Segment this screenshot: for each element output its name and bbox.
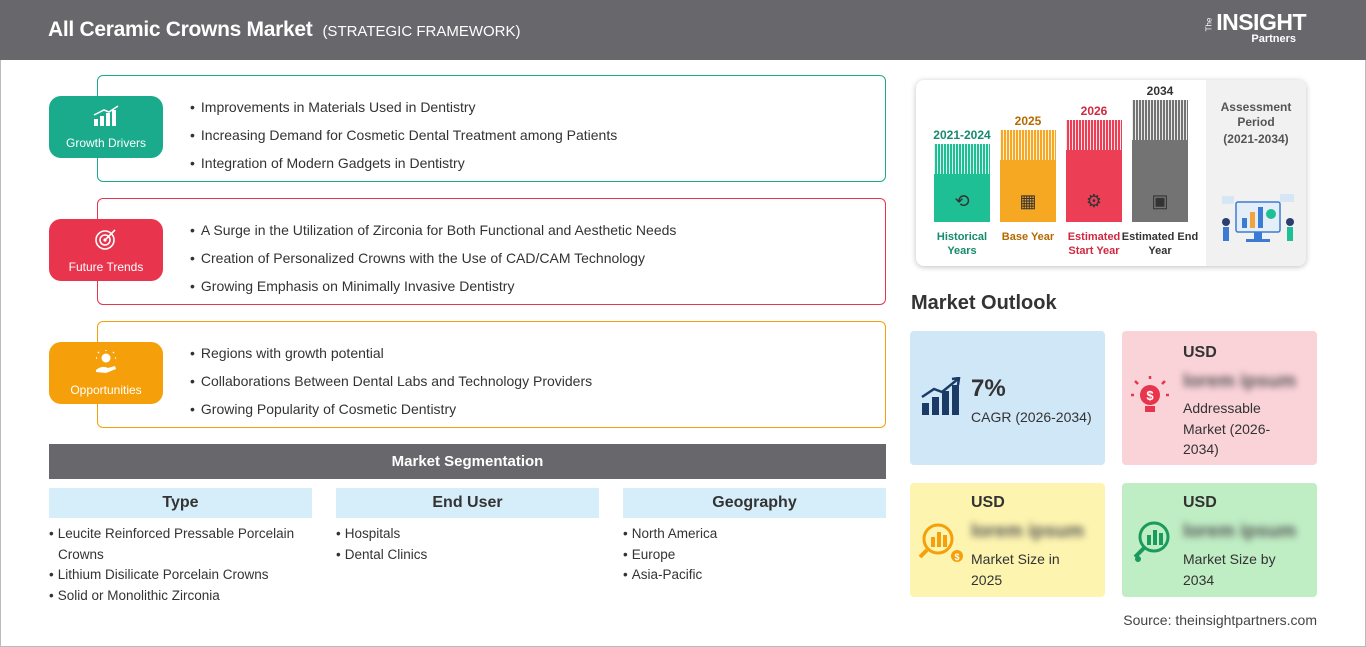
list-item: Integration of Modern Gadgets in Dentist… [190,149,617,177]
growth-drivers-list: Improvements in Materials Used in Dentis… [190,93,617,177]
source-note: Source: theinsightpartners.com [1123,612,1317,628]
timeline-column [934,144,990,222]
timeline-year: 2021-2024 [933,128,991,142]
analytics-illustration-icon [1214,192,1300,257]
list-item: Improvements in Materials Used in Dentis… [190,93,617,121]
list-item: Increasing Demand for Cosmetic Dental Tr… [190,121,617,149]
gear-chart-icon: ⚙ [1085,191,1103,211]
timeline-label: Base Year [1001,231,1055,243]
timeline-year: 2025 [1014,114,1042,128]
money-search-icon: $ [918,519,964,570]
market-segmentation-bar: Market Segmentation [49,444,886,479]
list-item: Solid or Monolithic Zirconia [49,586,312,607]
future-trends-tag: Future Trends [49,219,163,281]
growth-drivers-tag: Growth Drivers [49,96,163,158]
list-item: Lithium Disilicate Porcelain Crowns [49,565,312,586]
segment-type: Type Leucite Reinforced Pressable Porcel… [49,488,312,606]
segment-type-header: Type [49,488,312,518]
list-item: Dental Clinics [336,545,599,566]
opportunities-box: Regions with growth potential Collaborat… [97,321,886,428]
size2034-usd: USD [1183,494,1217,511]
money-bulb-icon: $ [1130,375,1170,426]
addressable-label: Addressable Market (2026-2034) [1183,400,1271,457]
svg-text:$: $ [954,552,959,562]
future-trends-list: A Surge in the Utilization of Zirconia f… [190,216,677,300]
timeline-label: Estimated End Year [1121,231,1199,257]
logo-partners: Partners [1251,33,1296,45]
list-item: Growing Popularity of Cosmetic Dentistry [190,395,592,423]
assessment-period: (2021-2034) [1223,132,1289,146]
segment-geography: Geography North America Europe Asia-Paci… [623,488,886,586]
cagr-card: 7% CAGR (2026-2034) [910,331,1105,465]
assessment-period-panel: Assessment Period (2021-2034) [1206,80,1306,266]
size2025-value: lorem ipsum [971,521,1084,542]
growth-drivers-label: Growth Drivers [65,135,146,150]
list-item: North America [623,524,886,545]
timeline-label: Estimated Start Year [1067,231,1121,257]
market-outlook-title: Market Outlook [911,292,1057,314]
opportunities-label: Opportunities [70,382,142,397]
cagr-value: 7% [971,375,1006,402]
future-trends-label: Future Trends [68,259,144,274]
market-size-2034-card: USD lorem ipsum Market Size by 2034 [1122,483,1317,597]
list-item: Regions with growth potential [190,339,592,367]
size2025-label: Market Size in 2025 [971,551,1060,588]
timeline-panel: 2021-2024 ⟲ Historical Years 2025 ▦ Base… [916,80,1306,266]
growth-chart-icon [920,376,962,424]
list-item: Hospitals [336,524,599,545]
opportunities-tag: Opportunities [49,342,163,404]
list-item: Europe [623,545,886,566]
segment-geography-header: Geography [623,488,886,518]
history-icon: ⟲ [954,191,970,211]
addressable-value: lorem ipsum [1183,371,1296,392]
timeline-year: 2034 [1146,84,1174,98]
future-trends-box: A Surge in the Utilization of Zirconia f… [97,198,886,305]
monitor-icon: ▣ [1151,191,1169,211]
insight-partners-logo: The INSIGHT Partners [1205,9,1307,45]
timeline-column [1000,130,1056,222]
svg-text:$: $ [1146,388,1154,403]
growth-chart-icon [92,104,120,132]
segment-end-user-header: End User [336,488,599,518]
cagr-label: CAGR (2026-2034) [971,409,1092,425]
assessment-title: Assessment Period [1220,100,1292,129]
list-item: Collaborations Between Dental Labs and T… [190,367,592,395]
market-size-2025-card: $ USD lorem ipsum Market Size in 2025 [910,483,1105,597]
target-icon [93,227,119,256]
size2025-usd: USD [971,494,1005,511]
addressable-market-card: $ USD lorem ipsum Addressable Market (20… [1122,331,1317,465]
list-item: Growing Emphasis on Minimally Invasive D… [190,272,676,300]
calendar-icon: ▦ [1019,191,1037,211]
list-item: Asia-Pacific [623,565,886,586]
timeline-label: Historical Years [936,231,988,257]
addressable-usd: USD [1183,344,1217,361]
opportunities-list: Regions with growth potential Collaborat… [190,339,592,423]
chart-search-icon [1130,519,1176,570]
logo-the: The [1204,17,1214,32]
list-item: Creation of Personalized Crowns with the… [190,244,676,272]
logo-insight: INSIGHT [1216,9,1306,35]
growth-drivers-box: Improvements in Materials Used in Dentis… [97,75,886,182]
size2034-value: lorem ipsum [1183,521,1296,542]
timeline-column [1066,120,1122,222]
segment-end-user: End User Hospitals Dental Clinics [336,488,599,565]
page-title: All Ceramic Crowns Market [48,18,313,41]
timeline-year: 2026 [1080,104,1108,118]
page-subtitle: (STRATEGIC FRAMEWORK) [322,23,521,40]
list-item: Leucite Reinforced Pressable Porcelain C… [49,524,312,565]
lightbulb-hand-icon [93,349,119,379]
timeline-column [1132,100,1188,222]
size2034-label: Market Size by 2034 [1183,551,1276,588]
list-item: A Surge in the Utilization of Zirconia f… [190,216,677,244]
header-bar: All Ceramic Crowns Market (STRATEGIC FRA… [0,0,1366,60]
